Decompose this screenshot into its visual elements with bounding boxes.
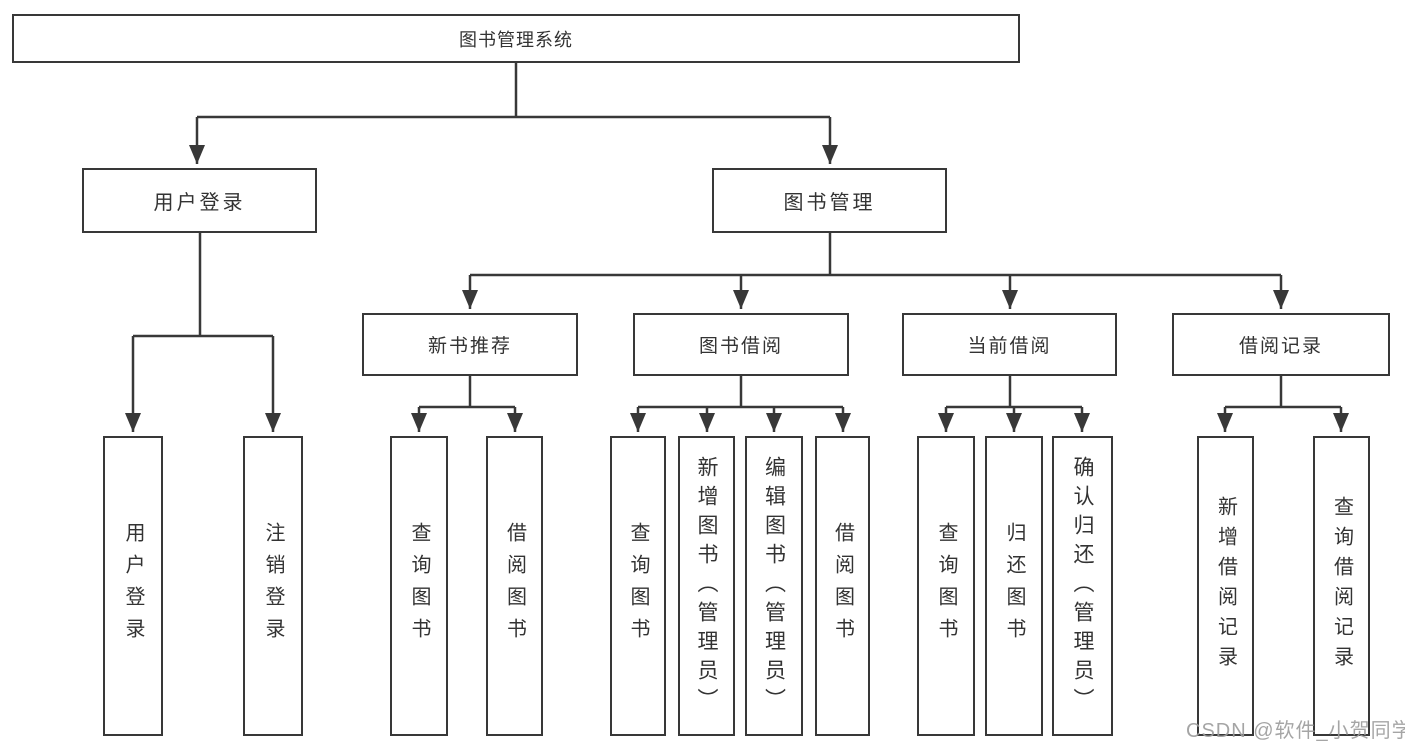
leaf-newbook-borrow-label: 借阅图书 — [503, 522, 526, 650]
leaf-current-return-label: 归还图书 — [1003, 522, 1025, 650]
new-book-recommend-label: 新书推荐 — [427, 336, 512, 357]
node-current-borrow: 当前借阅 — [902, 313, 1117, 376]
leaf-current-query: 查询图书 — [917, 436, 975, 736]
leaf-user-login: 用户登录 — [103, 436, 163, 736]
leaf-bookborrow-borrow-label: 借阅图书 — [831, 522, 854, 650]
leaf-bookborrow-query: 查询图书 — [610, 436, 666, 736]
leaf-current-confirm: 确认归还（管理员） — [1052, 436, 1113, 736]
node-book-management: 图书管理 — [712, 168, 947, 233]
user-login-label: 用户登录 — [153, 192, 246, 214]
leaf-bookborrow-edit-label: 编辑图书（管理员） — [762, 455, 786, 717]
leaf-current-return: 归还图书 — [985, 436, 1043, 736]
leaf-bookborrow-edit: 编辑图书（管理员） — [745, 436, 803, 736]
leaf-logout: 注销登录 — [243, 436, 303, 736]
leaf-current-query-label: 查询图书 — [935, 522, 957, 650]
node-new-book-recommend: 新书推荐 — [362, 313, 578, 376]
leaf-newbook-query: 查询图书 — [390, 436, 448, 736]
leaf-newbook-query-label: 查询图书 — [408, 522, 430, 650]
leaf-bookborrow-borrow: 借阅图书 — [815, 436, 870, 736]
node-root: 图书管理系统 — [12, 14, 1020, 63]
watermark-text: CSDN @软件_小贺同学 — [1186, 720, 1405, 742]
node-user-login: 用户登录 — [82, 168, 317, 233]
leaf-bookborrow-query-label: 查询图书 — [627, 522, 649, 650]
root-label: 图书管理系统 — [459, 29, 573, 50]
leaf-records-add: 新增借阅记录 — [1197, 436, 1254, 736]
leaf-user-login-label: 用户登录 — [122, 522, 144, 650]
leaf-newbook-borrow: 借阅图书 — [486, 436, 543, 736]
borrow-records-label: 借阅记录 — [1238, 336, 1323, 357]
book-management-label: 图书管理 — [783, 192, 876, 214]
leaf-records-query-label: 查询借阅记录 — [1330, 496, 1353, 676]
leaf-bookborrow-add-label: 新增图书（管理员） — [695, 455, 718, 717]
node-borrow-records: 借阅记录 — [1172, 313, 1390, 376]
node-book-borrow: 图书借阅 — [633, 313, 849, 376]
current-borrow-label: 当前借阅 — [967, 336, 1052, 357]
leaf-logout-label: 注销登录 — [262, 522, 284, 650]
book-borrow-label: 图书借阅 — [698, 336, 783, 357]
leaf-current-confirm-label: 确认归还（管理员） — [1071, 455, 1094, 717]
leaf-records-add-label: 新增借阅记录 — [1214, 496, 1237, 676]
leaf-bookborrow-add: 新增图书（管理员） — [678, 436, 735, 736]
leaf-records-query: 查询借阅记录 — [1313, 436, 1370, 736]
